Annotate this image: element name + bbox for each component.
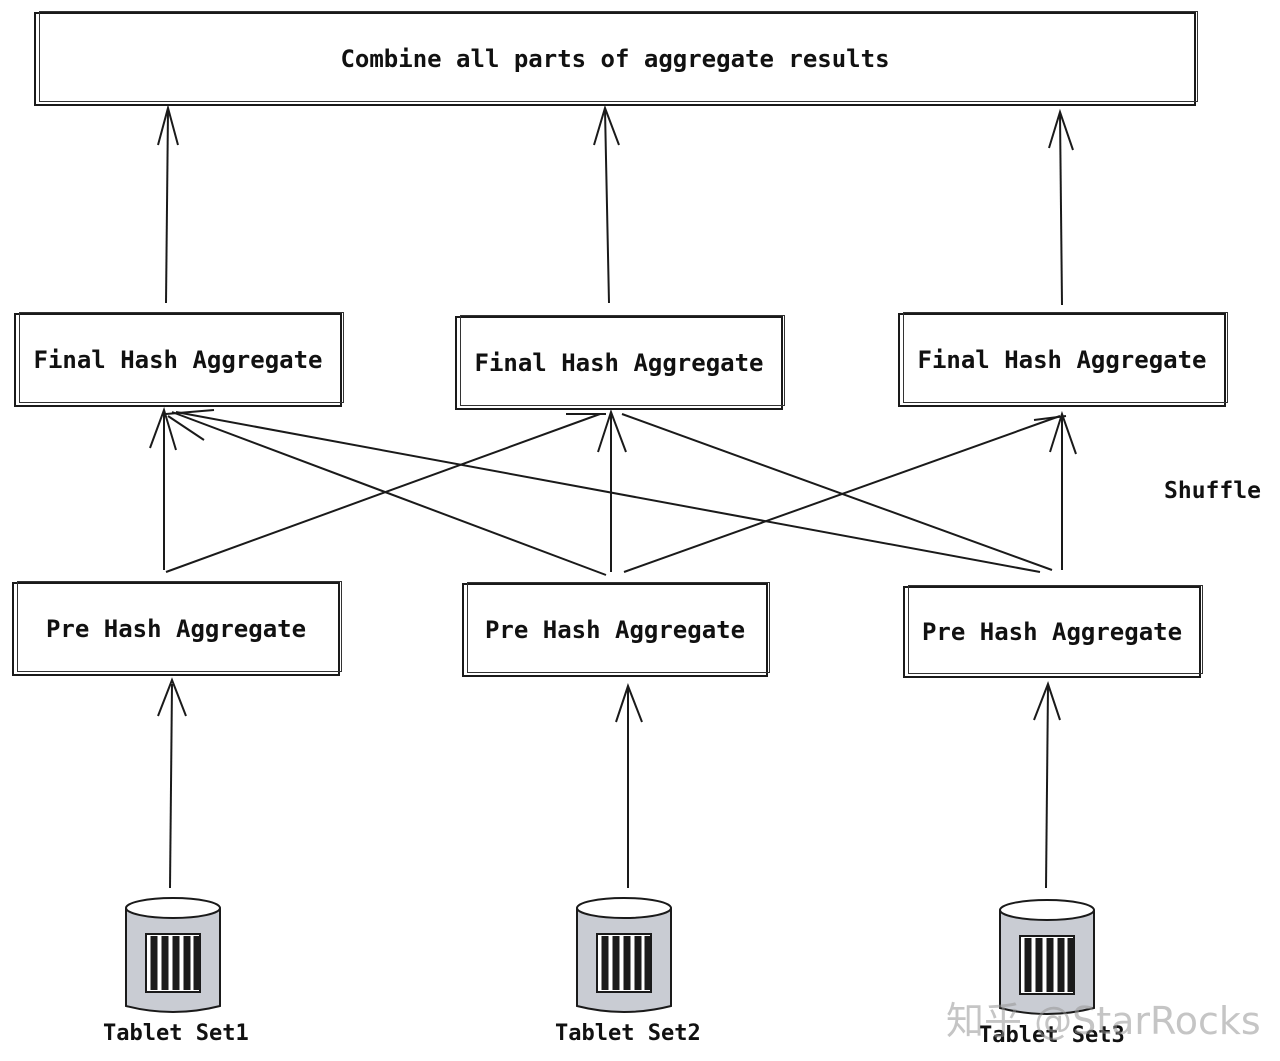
combine-results-label: Combine all parts of aggregate results [340, 45, 890, 73]
arrow-final2-to-combine [604, 109, 610, 304]
arrowhead-final3-to-combine [1048, 108, 1074, 151]
final-hash-aggregate-label: Final Hash Aggregate [917, 346, 1207, 374]
arrowhead-tablet2-to-pre2 [615, 683, 643, 723]
arrow-tablet1-to-pre1 [169, 683, 173, 889]
shuffle-pre3-to-final2 [621, 413, 1053, 571]
arrowhead-tablet3-to-pre3 [1033, 681, 1061, 721]
tablet-set-1-label: Tablet Set1 [103, 1021, 249, 1046]
arrowhead-final1-in [149, 406, 215, 451]
shuffle-pre2-to-final1 [171, 411, 607, 576]
tablet-cylinder-1 [125, 897, 221, 1013]
arrowhead-final2-to-combine [593, 104, 620, 146]
pre-hash-aggregate-label: Pre Hash Aggregate [45, 615, 307, 643]
tablet-set-2-label: Tablet Set2 [555, 1021, 701, 1046]
arrow-final3-to-combine [1059, 113, 1063, 306]
arrowhead-final3-in [1033, 410, 1077, 455]
final-hash-aggregate-label: Final Hash Aggregate [33, 346, 323, 374]
shuffle-pre3-to-final1 [175, 411, 1041, 573]
pre-hash-aggregate-label: Pre Hash Aggregate [921, 618, 1183, 646]
arrowhead-final2-in [566, 408, 627, 453]
tablet-cylinder-3 [999, 899, 1095, 1015]
arrow-tablet3-to-pre3 [1045, 685, 1049, 889]
tablet-cylinder-2 [576, 897, 672, 1013]
tablet-set-3-label: Tablet Set3 [979, 1023, 1125, 1048]
combine-results-box: Combine all parts of aggregate results [34, 11, 1198, 106]
final-hash-aggregate-label: Final Hash Aggregate [474, 349, 764, 377]
final-hash-aggregate-2: Final Hash Aggregate [455, 315, 785, 410]
pre-hash-aggregate-label: Pre Hash Aggregate [484, 616, 746, 644]
arrowhead-final1-to-combine [157, 104, 179, 146]
arrow-final1-to-combine [165, 109, 169, 304]
pre-hash-aggregate-1: Pre Hash Aggregate [12, 581, 342, 676]
final-hash-aggregate-3: Final Hash Aggregate [898, 312, 1228, 407]
shuffle-pre1-to-final2 [165, 413, 601, 573]
final-hash-aggregate-1: Final Hash Aggregate [14, 312, 344, 407]
arrowhead-tablet1-to-pre1 [157, 677, 187, 717]
pre-hash-aggregate-3: Pre Hash Aggregate [903, 585, 1203, 678]
pre-hash-aggregate-2: Pre Hash Aggregate [462, 582, 770, 677]
shuffle-label: Shuffle [1164, 478, 1261, 504]
